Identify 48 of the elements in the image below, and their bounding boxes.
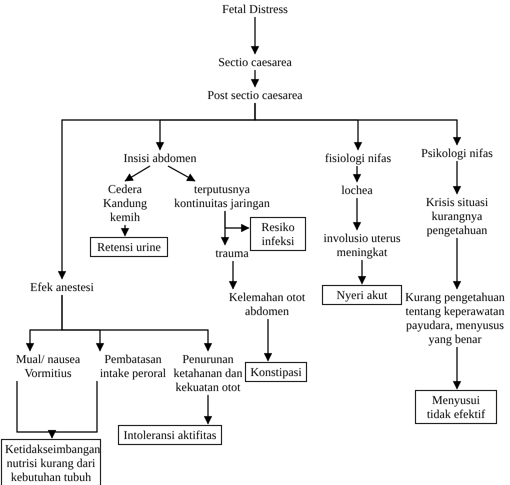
diagnosis-box — [250, 217, 306, 251]
flow-text: lochea — [327, 183, 387, 197]
arrow — [250, 17, 260, 55]
diagnosis-text: Intoleransi aktifitas — [122, 428, 218, 442]
diagnosis-text: Resiko infeksi — [260, 220, 296, 248]
arrow — [352, 198, 362, 231]
diagnosis-text: Nyeri akut — [336, 288, 388, 302]
arrow — [124, 165, 150, 182]
diagnosis-text: Konstipasi — [249, 365, 303, 379]
arrow — [228, 261, 238, 290]
diagnosis-text: Retensi urine — [96, 240, 162, 254]
flow-text: Kurang pengetahuan tentang keperawatan payudara, menyusus yang benar — [401, 290, 509, 346]
arrow — [264, 319, 272, 362]
arrow — [452, 161, 462, 195]
flow-text: Post sectio caesarea — [185, 88, 325, 102]
arrow — [452, 238, 462, 290]
flow-text: Kelemahan otot abdomen — [221, 290, 313, 318]
flow-text: Mual/ nausea Vormitius — [3, 352, 93, 380]
flow-text: involusio uterus meningkat — [312, 231, 412, 259]
flow-text: Insisi abdomen — [105, 151, 215, 165]
arrow — [58, 103, 256, 280]
arrow — [168, 165, 196, 182]
arrow — [120, 225, 130, 237]
flow-text: terputusnya kontinuitas jaringan — [166, 182, 278, 210]
diagnosis-box — [118, 425, 222, 445]
flow-text: Pembatasan intake peroral — [95, 352, 171, 380]
flow-text: Fetal Distress — [195, 2, 315, 16]
flow-text: Penurunan ketahanan dan kekuatan otot — [173, 352, 243, 394]
flow-text: Efek anestesi — [17, 280, 107, 294]
arrow — [352, 166, 362, 183]
diagnosis-box — [415, 390, 497, 424]
arrow — [220, 211, 230, 246]
diagnosis-box — [90, 237, 168, 257]
arrow — [358, 260, 366, 285]
diagnosis-text: Menyusui tidak efektif — [426, 393, 486, 421]
flow-text: Krisis situasi kurangnya pengetahuan — [416, 195, 498, 237]
flow-text: Sectio caesarea — [195, 55, 315, 69]
flow-text: Cedera Kandung kemih — [87, 182, 163, 224]
arrow — [250, 70, 260, 88]
diagnosis-box — [322, 285, 402, 305]
diagnosis-box — [245, 362, 307, 382]
arrow — [48, 381, 98, 439]
arrow — [61, 295, 212, 352]
flow-text: Psikologi nifas — [407, 146, 507, 160]
flow-text: fisiologi nifas — [308, 151, 408, 165]
flow-text: trauma — [207, 246, 257, 260]
arrow — [204, 395, 212, 425]
arrow — [452, 347, 462, 390]
